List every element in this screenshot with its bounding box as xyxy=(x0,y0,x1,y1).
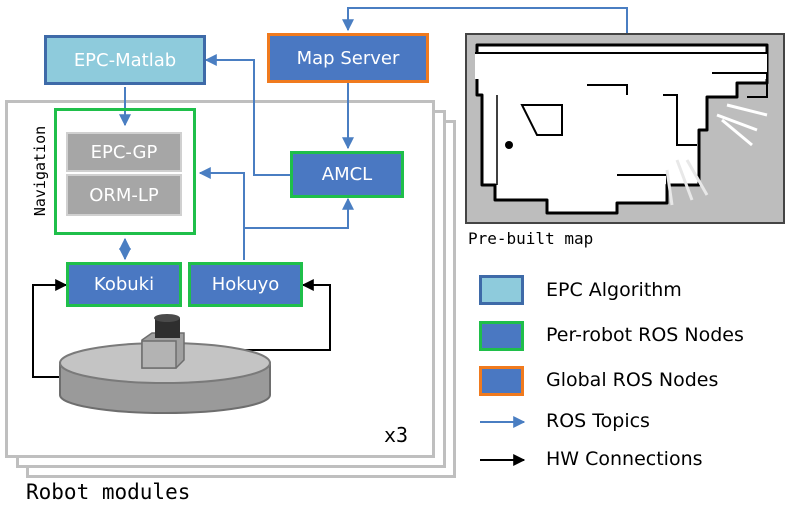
arrow-hokuyo-to-navigation xyxy=(198,167,245,260)
hw-hokuyo-laser xyxy=(180,279,331,351)
multiplier-label: x3 xyxy=(384,423,409,447)
arrow-amcl-to-epcmatlab xyxy=(204,54,290,176)
prebuilt-map-label: Pre-built map xyxy=(468,229,594,248)
legend-swatch-global xyxy=(479,366,524,396)
arrow-map-to-mapserver xyxy=(342,7,628,35)
legend-label-hw-connections: HW Connections xyxy=(546,448,703,470)
amcl-node: AMCL xyxy=(290,151,404,198)
robot-modules-label: Robot modules xyxy=(26,480,191,504)
legend-swatch-per-robot xyxy=(479,321,524,351)
epc-gp-node: EPC-GP xyxy=(66,132,182,172)
arrow-hokuyo-to-amcl xyxy=(244,197,354,229)
legend-label-epc: EPC Algorithm xyxy=(546,279,682,301)
navigation-label: Navigation xyxy=(31,125,49,217)
robot-base-illustration xyxy=(59,314,271,414)
epc-matlab-node: EPC-Matlab xyxy=(44,35,206,85)
legend-label-per-robot: Per-robot ROS Nodes xyxy=(546,324,744,346)
legend-label-global: Global ROS Nodes xyxy=(546,369,719,391)
map-server-node: Map Server xyxy=(267,33,429,83)
legend-swatch-epc xyxy=(479,275,524,305)
kobuki-node: Kobuki xyxy=(66,262,182,307)
navigation-container xyxy=(54,108,196,235)
orm-lp-node: ORM-LP xyxy=(66,174,182,216)
prebuilt-map-image xyxy=(465,33,785,224)
hw-kobuki-base xyxy=(32,279,72,383)
legend-label-ros-topics: ROS Topics xyxy=(546,410,650,432)
hokuyo-node: Hokuyo xyxy=(188,262,303,307)
map-floorplan xyxy=(467,35,783,222)
